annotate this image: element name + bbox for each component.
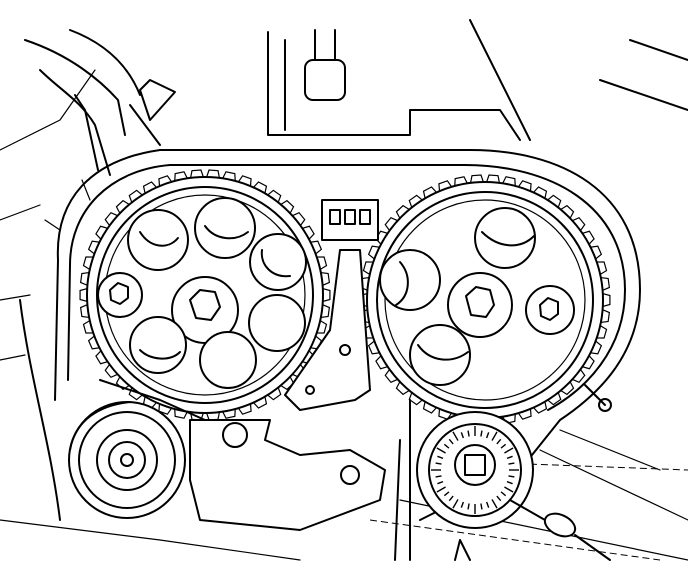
belt-run-lower bbox=[99, 379, 471, 561]
scale-tick bbox=[480, 430, 483, 437]
tensioner-pulley-icon bbox=[68, 401, 186, 519]
scale-tick bbox=[467, 503, 470, 510]
scale-tick bbox=[500, 491, 507, 497]
cam-sensor-connector-icon bbox=[284, 199, 379, 411]
scale-tick bbox=[506, 480, 513, 485]
scale-tick bbox=[460, 501, 465, 508]
timing-belt-icon bbox=[44, 149, 641, 521]
valve-cover-block bbox=[267, 19, 531, 141]
idler-pulley-icon bbox=[416, 411, 611, 561]
scale-tick bbox=[435, 462, 442, 465]
scale-tick bbox=[448, 495, 454, 502]
scale-tick bbox=[437, 455, 444, 460]
scale-tick bbox=[491, 431, 498, 441]
scale-tick bbox=[443, 443, 450, 449]
scale-tick bbox=[437, 480, 444, 485]
scale-tick bbox=[485, 501, 490, 508]
camshaft-sprocket-right bbox=[359, 174, 611, 426]
lower-engine-plate bbox=[189, 419, 386, 531]
scale-tick bbox=[467, 430, 470, 437]
scale-tick bbox=[504, 447, 514, 454]
scale-tick bbox=[496, 438, 502, 445]
scale-tick bbox=[436, 447, 446, 454]
engine-front-cover bbox=[0, 29, 688, 561]
sensor-plug-icon bbox=[304, 59, 346, 101]
mount-bolt-icon bbox=[584, 384, 612, 412]
coolant-pipe-icon bbox=[39, 69, 176, 176]
scale-tick bbox=[480, 503, 483, 510]
scale-tick bbox=[452, 499, 459, 509]
scale-tick bbox=[508, 475, 515, 478]
scale-tick bbox=[435, 475, 442, 478]
hex-bolt-icon bbox=[189, 289, 221, 321]
scale-tick bbox=[508, 462, 515, 465]
scale-tick bbox=[506, 455, 513, 460]
spark-plug-icon bbox=[543, 512, 577, 538]
scale-tick bbox=[496, 495, 502, 502]
timing-pointer-bracket bbox=[284, 249, 371, 411]
scale-tick bbox=[448, 438, 454, 445]
scale-tick bbox=[452, 431, 459, 441]
timing-scale-marks bbox=[431, 426, 519, 514]
hex-bolt-icon bbox=[465, 286, 495, 318]
scale-tick bbox=[500, 443, 507, 449]
scale-tick bbox=[504, 486, 514, 493]
scale-tick bbox=[485, 432, 490, 439]
scale-tick bbox=[460, 432, 465, 439]
scale-tick bbox=[436, 486, 446, 493]
scale-tick bbox=[443, 491, 450, 497]
camshaft-sprocket-left bbox=[79, 169, 331, 421]
scale-tick bbox=[491, 499, 498, 509]
